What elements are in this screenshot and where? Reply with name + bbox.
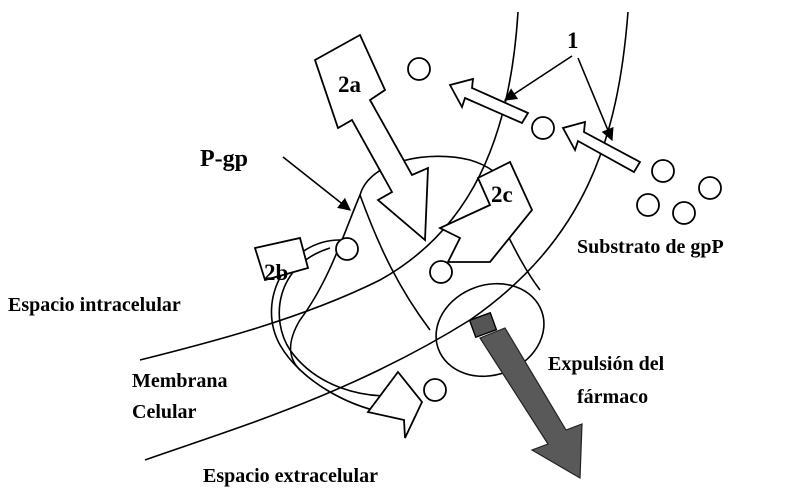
arrow-2c [440,162,532,262]
label-step-2c: 2c [491,182,513,207]
label-substrate: Substrato de gpP [577,236,724,258]
label-expulsion-line1: Expulsión del [548,353,665,375]
pgp-body-left [291,195,360,370]
label-extracellular: Espacio extracelular [203,465,378,487]
molecule [408,58,430,80]
label-step-1: 1 [567,28,579,53]
molecule [652,160,674,182]
molecule [336,238,358,260]
molecule [430,261,452,283]
expulsion-arrow [470,313,582,478]
substrate-molecules [336,58,721,401]
step-1-pointers [505,56,612,140]
label-step-2a: 2a [338,72,362,97]
label-expulsion-line2: fármaco [577,386,648,408]
molecule [532,117,554,139]
pgp-pointer [283,157,350,210]
molecule [699,177,721,199]
molecule [673,202,695,224]
label-membrane-line1: Membrana [132,370,228,392]
label-membrane-line2: Celular [132,401,197,423]
label-step-2b: 2b [264,260,288,285]
molecule [424,379,446,401]
molecule [637,194,659,216]
label-pgp: P-gp [200,146,248,172]
label-intracellular: Espacio intracelular [8,294,181,316]
